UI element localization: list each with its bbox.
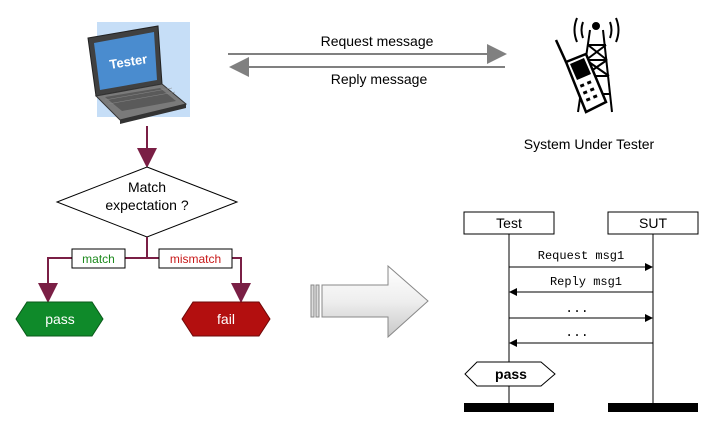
cellphone-icon bbox=[554, 39, 608, 114]
match-label-box bbox=[71, 248, 126, 269]
sequence-message-label: Request msg1 bbox=[538, 249, 624, 263]
pass-verdict-label: pass bbox=[45, 311, 75, 327]
mismatch-label: mismatch bbox=[170, 252, 221, 266]
sequence-message-label: ... bbox=[565, 325, 588, 340]
reply-label: Reply message bbox=[331, 71, 428, 87]
sut-label: System Under Tester bbox=[524, 136, 655, 152]
request-label: Request message bbox=[321, 33, 434, 49]
lifeline-test-label: Test bbox=[496, 215, 522, 231]
lifeline-sut-end bbox=[608, 403, 698, 412]
lifeline-test-end bbox=[464, 403, 554, 412]
lifeline-sut-label: SUT bbox=[639, 215, 667, 231]
transition-arrow bbox=[310, 264, 429, 339]
mismatch-label-box bbox=[158, 248, 233, 269]
fail-verdict bbox=[181, 301, 271, 337]
sequence-message-label: ... bbox=[565, 301, 588, 316]
laptop-icon bbox=[87, 22, 190, 124]
tester-label: Tester bbox=[108, 51, 148, 72]
sequence-message-label: Reply msg1 bbox=[550, 275, 622, 289]
decision-line2: expectation ? bbox=[105, 197, 188, 213]
sequence-verdict bbox=[464, 361, 556, 387]
sequence-verdict-label: pass bbox=[495, 366, 527, 382]
fail-verdict-label: fail bbox=[217, 311, 235, 327]
match-label: match bbox=[82, 252, 115, 266]
pass-verdict bbox=[15, 301, 104, 337]
decision-line1: Match bbox=[128, 179, 166, 195]
